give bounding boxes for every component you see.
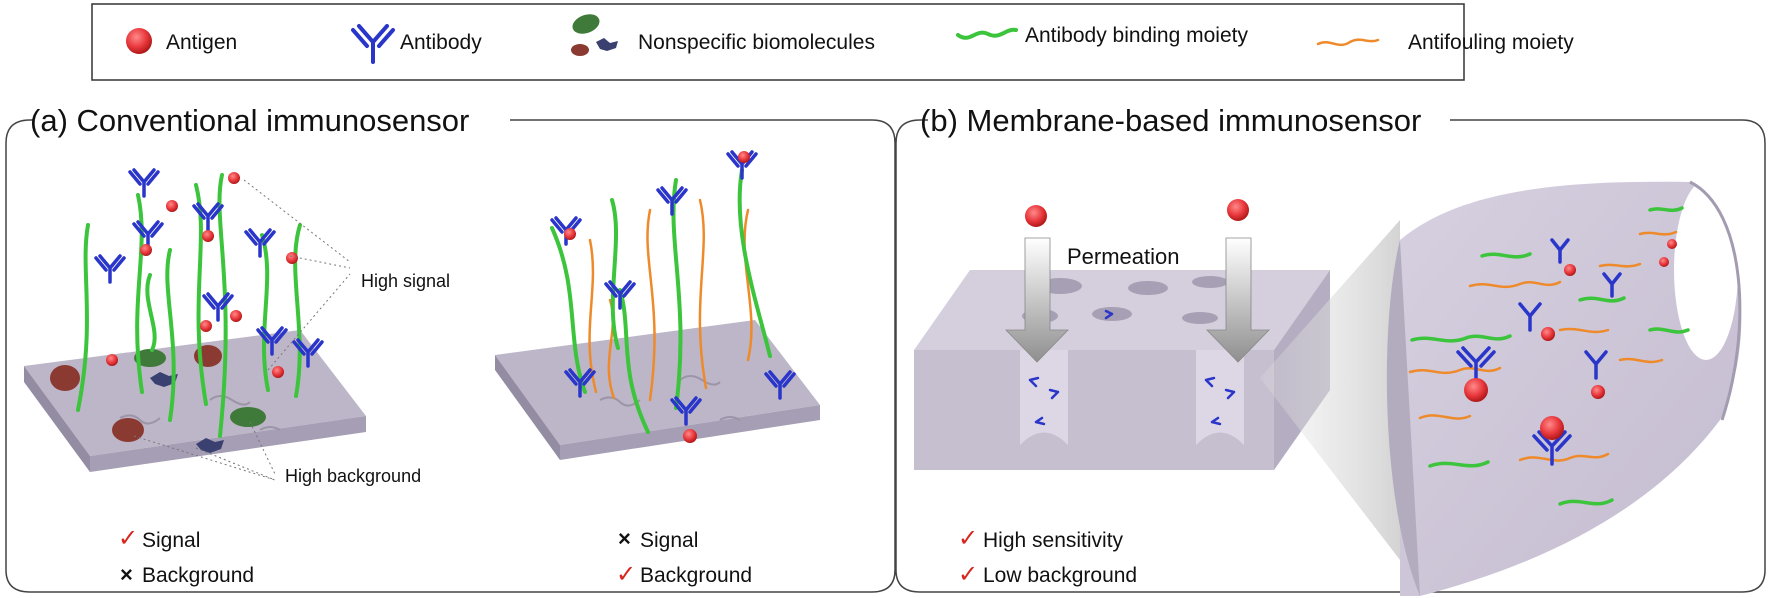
tube-antigens	[1464, 239, 1677, 440]
high-signal-label: High signal	[361, 271, 450, 291]
legend: Antigen Antibody Nonspecific biomolecule…	[91, 3, 1574, 81]
result-text: Low background	[983, 564, 1137, 587]
result-text: Signal	[142, 529, 200, 552]
high-background-callout: High background	[133, 421, 421, 486]
result-text: High sensitivity	[983, 529, 1124, 552]
conventional-surface-right	[495, 320, 820, 460]
antigens-left	[106, 172, 298, 378]
panel-a-frame	[5, 119, 896, 593]
permeation-label: Permeation	[1067, 244, 1180, 269]
binding-moieties-left	[76, 173, 302, 438]
result-text: Background	[142, 564, 254, 587]
result-text: Background	[640, 564, 752, 587]
antibody-icon	[351, 24, 395, 64]
legend-antibody-label: Antibody	[400, 31, 482, 54]
check-icon: ✓	[958, 561, 978, 588]
antibody-binding-moiety-icon	[956, 27, 1018, 40]
cross-icon: ×	[120, 562, 133, 587]
check-icon: ✓	[958, 525, 978, 552]
antifouling-moiety-icon	[1316, 38, 1380, 47]
result-text: Signal	[640, 529, 698, 552]
permeation-arrows	[1005, 199, 1270, 363]
legend-antigen-label: Antigen	[166, 31, 237, 54]
zoom-beam	[1260, 220, 1400, 560]
antibodies-left	[94, 168, 324, 368]
high-signal-callout: High signal	[243, 179, 450, 371]
tube-antifouling-moieties	[1408, 230, 1678, 462]
legend-box	[91, 3, 1465, 81]
panel-b: (b) Membrane-based immunosensor	[895, 103, 1766, 596]
panel-a-right-results: × Signal ✓ Background	[616, 526, 752, 588]
panel-a: (a) Conventional immunosensor	[5, 103, 896, 593]
antigen-icon	[126, 28, 152, 54]
legend-nonspecific-label: Nonspecific biomolecules	[638, 31, 875, 54]
tube-antibodies	[1456, 238, 1622, 466]
panel-b-results: ✓ High sensitivity ✓ Low background	[958, 525, 1137, 588]
check-icon: ✓	[118, 525, 138, 552]
panel-b-frame	[895, 119, 1766, 593]
check-icon: ✓	[616, 561, 636, 588]
nonspecific-biomolecules-icon	[571, 14, 618, 56]
cross-icon: ×	[618, 526, 631, 551]
legend-antifouling-label: Antifouling moiety	[1408, 31, 1574, 54]
antibodies-right	[550, 150, 796, 426]
antigens-right	[564, 151, 750, 443]
panel-a-left-results: ✓ Signal × Background	[118, 525, 254, 587]
legend-binding-label: Antibody binding moiety	[1025, 24, 1248, 47]
panel-b-title: (b) Membrane-based immunosensor	[920, 103, 1421, 138]
high-background-label: High background	[285, 466, 421, 486]
nonspecific-biomolecules-left	[50, 345, 266, 453]
tube-binding-moieties	[1410, 206, 1690, 506]
panel-a-title: (a) Conventional immunosensor	[30, 103, 469, 138]
